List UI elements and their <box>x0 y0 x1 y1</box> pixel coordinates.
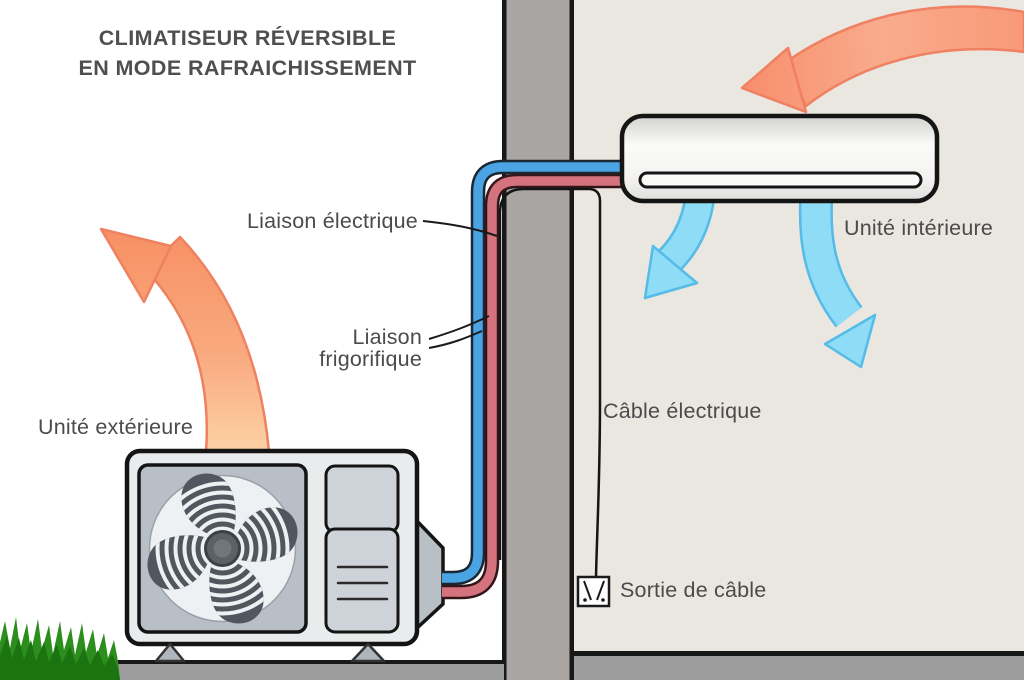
label-liaison-frigorifique: Liaison frigorifique <box>300 326 422 370</box>
indoor-unit-vent <box>638 171 923 189</box>
pipe-connector-box <box>414 518 445 631</box>
side-panel-vents <box>336 565 389 601</box>
pipe-frigorific-gas <box>442 162 640 583</box>
outdoor-unit <box>124 448 445 663</box>
title-line1: CLIMATISEUR RÉVERSIBLE <box>98 26 397 50</box>
title-line2: EN MODE RAFRAICHISSEMENT <box>78 56 417 80</box>
exterior-ground <box>112 660 504 680</box>
diagram-title: CLIMATISEUR RÉVERSIBLE EN MODE RAFRAICHI… <box>40 23 455 83</box>
liaison-pipes <box>442 159 640 600</box>
leader-lines <box>422 220 498 349</box>
wall <box>502 0 574 680</box>
warm-air-in-arrow <box>740 5 1024 114</box>
indoor-unit <box>619 113 940 204</box>
side-panel <box>324 464 400 634</box>
interior-floor-line <box>570 651 1024 656</box>
warm-air-out-arrow <box>99 227 271 454</box>
pipe-frigorific-liquid <box>442 176 640 597</box>
unit-feet <box>154 642 386 663</box>
label-liaison-frigorifique-line1: Liaison <box>352 325 422 349</box>
grass <box>0 617 120 680</box>
label-unite-exterieure: Unité extérieure <box>38 415 193 439</box>
cable-outlet-icon <box>576 575 611 608</box>
label-unite-interieure: Unité intérieure <box>844 216 993 240</box>
label-liaison-frigorifique-line2: frigorifique <box>319 347 422 371</box>
fan-icon <box>147 473 298 624</box>
label-cable-electrique: Câble électrique <box>603 399 762 423</box>
electric-cable <box>498 187 602 578</box>
label-sortie-de-cable: Sortie de câble <box>620 578 767 602</box>
label-liaison-electrique: Liaison électrique <box>247 209 418 233</box>
